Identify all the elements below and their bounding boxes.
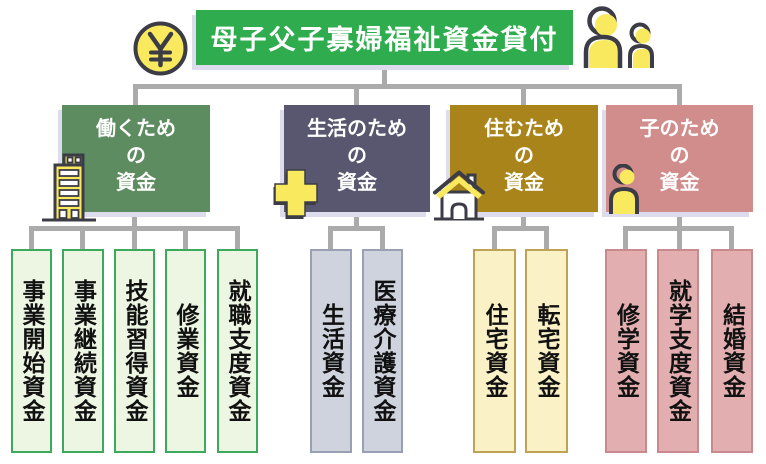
connector-stub <box>729 226 734 253</box>
connector-cat2-stem <box>354 210 359 230</box>
fund-item-label: 就職支度資金 <box>225 279 251 423</box>
fund-item-employment-preparation: 就職支度資金 <box>217 249 258 453</box>
category-work-funds: 働くため の 資金 <box>62 105 210 212</box>
fund-item-label: 事業開始資金 <box>19 279 45 423</box>
fund-item-livelihood: 生活資金 <box>310 249 352 453</box>
connector-stub <box>623 226 628 253</box>
fund-item-label: 技能習得資金 <box>122 279 148 423</box>
connector-cat3-stem <box>521 210 526 230</box>
connector-stub <box>544 226 549 253</box>
category-label-line: 資金 <box>116 172 156 194</box>
fund-item-label: 事業継続資金 <box>70 279 97 423</box>
connector-stub <box>80 226 85 253</box>
medical-cross-icon <box>273 169 318 219</box>
connector-drop-cat1 <box>133 84 138 108</box>
category-label-line: 資金 <box>659 172 700 194</box>
person-icon <box>609 164 639 214</box>
connector-drop-cat3 <box>521 84 526 108</box>
category-label-line: 資金 <box>504 172 544 194</box>
parent-child-icon <box>583 6 654 68</box>
fund-item-label: 医療介護資金 <box>370 279 396 423</box>
connector-stub <box>328 226 333 253</box>
fund-item-label: 修業資金 <box>173 303 199 399</box>
connector-stub <box>183 226 188 253</box>
connector-stub <box>235 226 240 253</box>
category-label-line: 働くため <box>96 118 176 140</box>
connector-drop-cat2 <box>354 84 359 108</box>
category-label-line: 資金 <box>337 172 377 194</box>
connector-stub <box>380 226 385 253</box>
diagram-title-label: 母子父子寡婦福祉資金貸付 <box>210 25 559 55</box>
fund-item-marriage: 結婚資金 <box>711 249 753 453</box>
fund-item-label: 就学支度資金 <box>665 279 692 423</box>
connector-stub <box>29 226 34 253</box>
fund-item-training: 修業資金 <box>165 249 206 453</box>
category-label-line: の <box>126 145 146 167</box>
fund-item-label: 結婚資金 <box>719 303 746 399</box>
category-label-line: 住むため <box>484 118 564 140</box>
fund-item-housing: 住宅資金 <box>473 249 516 453</box>
fund-item-moving: 転宅資金 <box>525 249 568 453</box>
fund-item-label: 修学資金 <box>613 303 640 399</box>
category-label-line: の <box>347 145 367 167</box>
connector-main-horizontal <box>133 84 682 89</box>
connector-group2-horizontal <box>328 226 385 231</box>
fund-item-medical-care: 医療介護資金 <box>362 249 403 453</box>
category-label-line: の <box>514 145 534 167</box>
connector-cat1-stem <box>132 210 137 230</box>
fund-item-business-start: 事業開始資金 <box>11 249 52 453</box>
fund-item-schooling: 修学資金 <box>605 249 647 453</box>
connector-stub <box>492 226 497 253</box>
category-label-line: の <box>669 145 690 167</box>
house-icon <box>433 170 485 221</box>
category-label-line: 子のため <box>639 118 720 140</box>
diagram-title: 母子父子寡婦福祉資金貸付 <box>196 10 573 65</box>
connector-group3-horizontal <box>492 226 549 231</box>
connector-cat4-stem <box>677 210 682 230</box>
fund-item-school-preparation: 就学支度資金 <box>657 249 699 453</box>
fund-item-skill-acquisition: 技能習得資金 <box>114 249 155 453</box>
fund-item-label: 生活資金 <box>318 303 345 399</box>
connector-stub <box>132 226 137 253</box>
connector-drop-cat4 <box>677 84 682 108</box>
fund-item-label: 転宅資金 <box>534 303 560 399</box>
connector-stub <box>677 226 682 253</box>
connector-title-stem <box>382 62 387 87</box>
yen-coin-icon <box>133 21 188 76</box>
fund-item-label: 住宅資金 <box>482 303 508 399</box>
fund-item-business-continuation: 事業継続資金 <box>62 249 104 453</box>
category-label-line: 生活のため <box>307 118 407 140</box>
building-icon <box>42 153 96 222</box>
